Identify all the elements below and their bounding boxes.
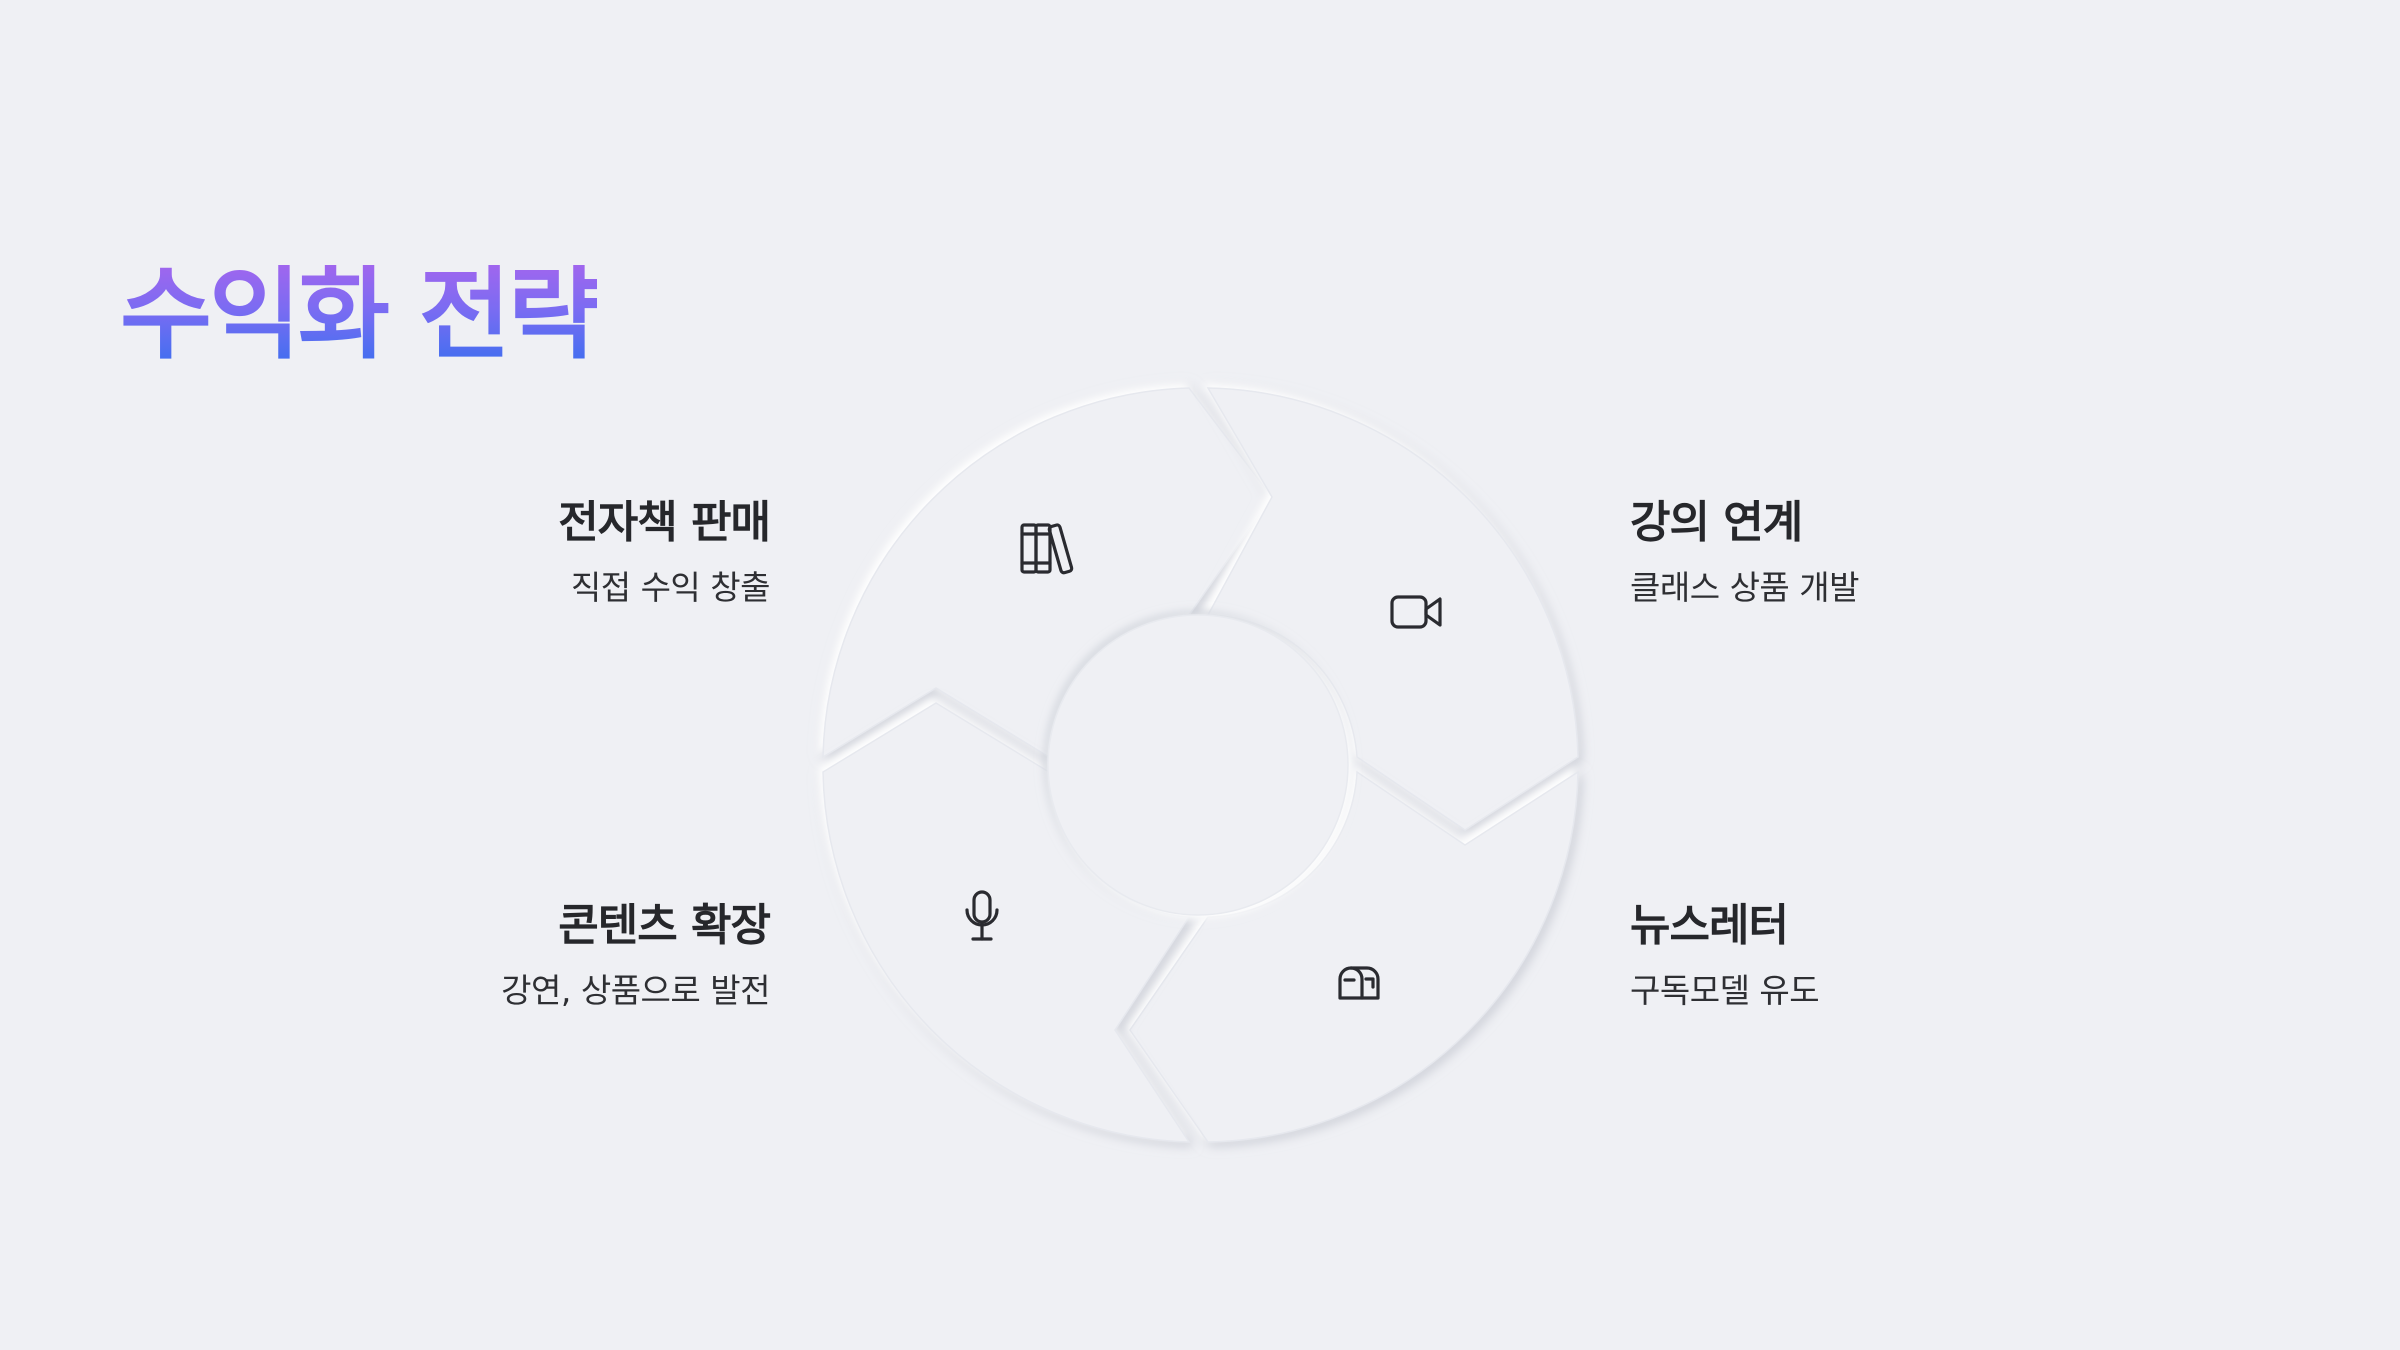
cycle-segments bbox=[822, 387, 1579, 1143]
item-description: 클래스 상품 개발 bbox=[1630, 567, 1860, 607]
item-title: 뉴스레터 bbox=[1630, 900, 1789, 951]
mailbox-icon bbox=[1338, 966, 1380, 1000]
item-ebook-sales: 전자책 판매 직접 수익 창출 bbox=[250, 497, 771, 607]
item-title: 콘텐츠 확장 bbox=[558, 900, 771, 951]
item-description: 직접 수익 창출 bbox=[570, 567, 771, 607]
segment-newsletter bbox=[1129, 770, 1579, 1143]
item-title: 전자책 판매 bbox=[558, 497, 771, 548]
page-title: 수익화 전략 bbox=[120, 256, 600, 373]
item-content-expansion: 콘텐츠 확장 강연, 상품으로 발전 bbox=[250, 900, 771, 1010]
item-newsletter: 뉴스레터 구독모델 유도 bbox=[1630, 900, 2150, 1010]
item-description: 구독모델 유도 bbox=[1630, 970, 1820, 1010]
item-lecture-link: 강의 연계 클래스 상품 개발 bbox=[1630, 497, 2150, 607]
item-description: 강연, 상품으로 발전 bbox=[501, 970, 770, 1010]
video-camera-icon bbox=[1390, 595, 1442, 629]
books-icon bbox=[1020, 523, 1074, 575]
microphone-icon bbox=[965, 890, 999, 941]
item-title: 강의 연계 bbox=[1630, 497, 1803, 548]
center-hub bbox=[1047, 614, 1349, 916]
